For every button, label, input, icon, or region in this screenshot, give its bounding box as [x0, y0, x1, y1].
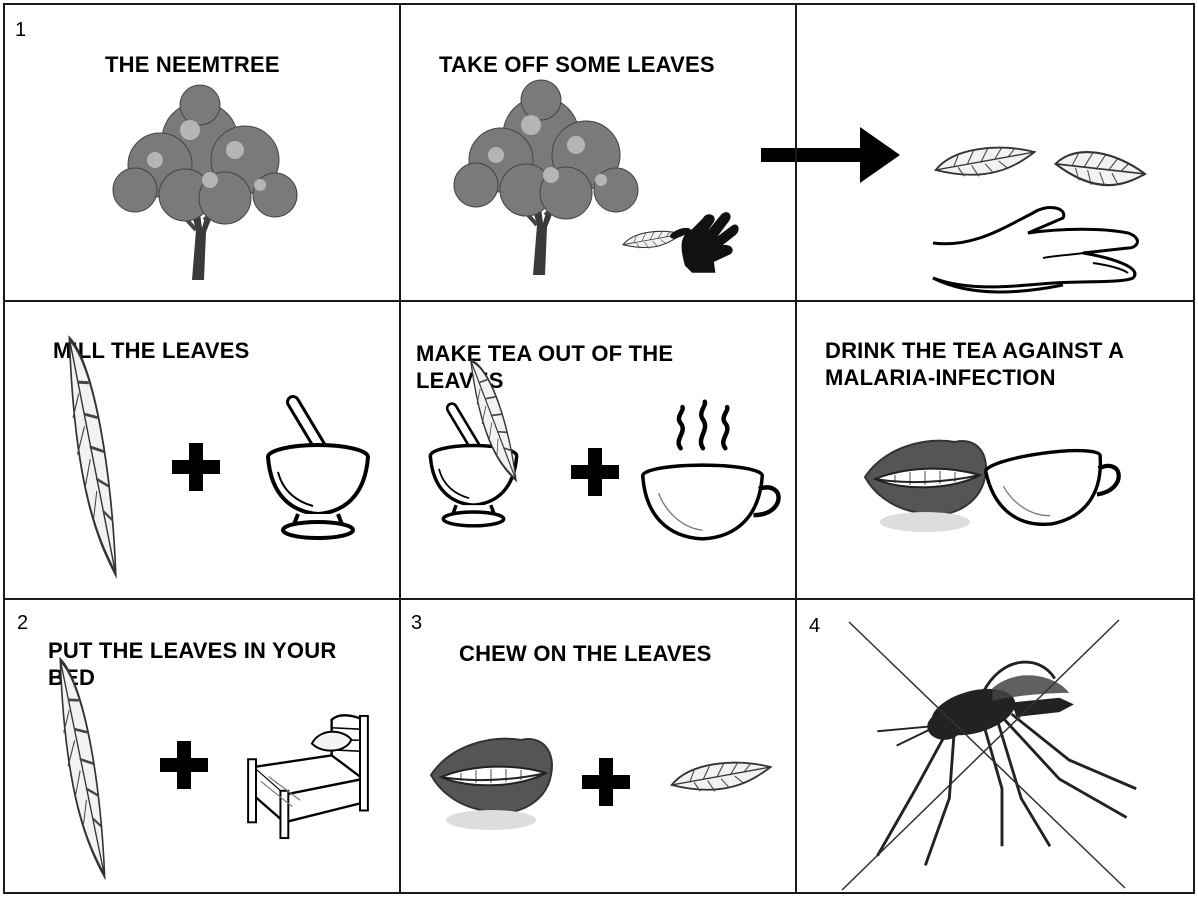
tree-icon	[452, 78, 640, 277]
panel-title: DRINK THE TEA AGAINST A MALARIA-INFECTIO…	[825, 338, 1125, 390]
leaf-icon	[43, 402, 135, 524]
arrow-right-icon	[797, 127, 900, 183]
panel-mill-leaves: MILL THE LEAVES	[3, 300, 401, 600]
panel-title: CHEW ON THE LEAVES	[459, 641, 712, 666]
panel-drink-tea: DRINK THE TEA AGAINST A MALARIA-INFECTIO…	[795, 300, 1195, 600]
panel-title: TAKE OFF SOME LEAVES	[439, 52, 715, 77]
leaf-icon	[465, 341, 521, 501]
leaf-icon	[1052, 136, 1148, 204]
arrow-right-icon	[761, 148, 795, 162]
leaf-icon	[934, 146, 1036, 178]
leaf-icon	[670, 761, 772, 793]
hand-icon	[669, 212, 739, 273]
teacup-icon	[641, 457, 786, 547]
panel-chew-leaves: 3 CHEW ON THE LEAVES	[399, 598, 797, 894]
cross-out-mark	[841, 619, 1126, 891]
teacup-icon	[987, 440, 1127, 535]
panel-leaves-in-bed: 2 PUT THE LEAVES IN YOUR BED	[3, 598, 401, 894]
panel-number: 3	[411, 612, 423, 634]
panel-title: PUT THE LEAVES IN YOUR BED	[48, 638, 337, 690]
panel-leaves-in-hand	[795, 3, 1195, 302]
panel-title: THE NEEMTREE	[105, 52, 280, 77]
panel-make-tea: MAKE TEA OUT OF THE LEAVES	[399, 300, 797, 600]
plus-icon	[582, 758, 630, 806]
panel-number: 1	[15, 19, 27, 41]
panel-no-mosquito: 4	[795, 598, 1195, 894]
mouth-icon	[864, 439, 987, 533]
mouth-icon	[430, 737, 553, 831]
panel-number: 2	[17, 612, 29, 634]
mortar-pestle-icon	[263, 397, 373, 537]
panel-take-leaves: TAKE OFF SOME LEAVES	[399, 3, 797, 302]
tree-icon	[111, 83, 299, 282]
plus-icon	[172, 443, 220, 491]
steam-icon	[673, 400, 733, 450]
panel-title: MAKE TEA OUT OF THE LEAVES	[416, 341, 674, 393]
plus-icon	[571, 448, 619, 496]
panel-neemtree: 1 THE NEEMTREE	[3, 3, 401, 302]
panel-title: MILL THE LEAVES	[53, 338, 250, 363]
hand-icon	[931, 206, 1139, 294]
panel-number: 4	[809, 615, 821, 637]
bed-icon	[246, 714, 370, 840]
plus-icon	[160, 741, 208, 789]
leaf-icon	[35, 718, 123, 830]
